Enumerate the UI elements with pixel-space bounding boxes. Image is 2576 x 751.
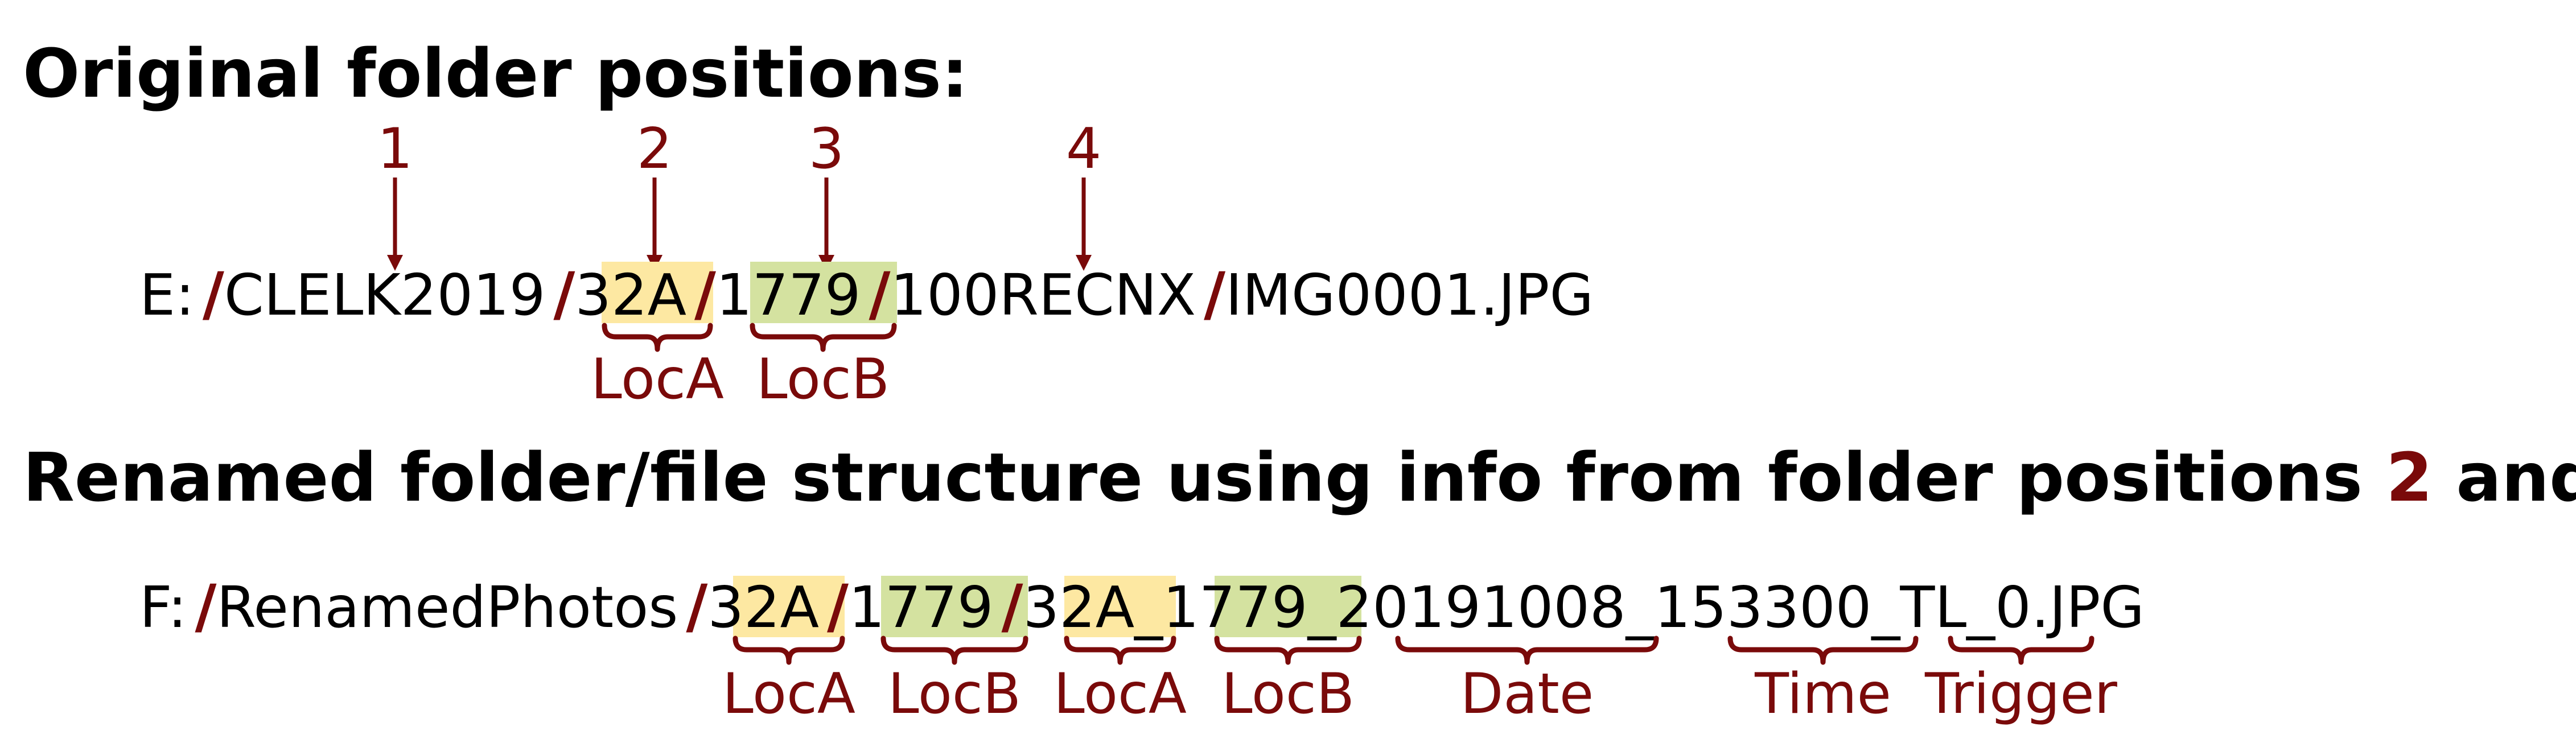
brace-label-trigger: Trigger bbox=[1924, 662, 2118, 727]
path-separator: / bbox=[553, 259, 575, 329]
filename-underscore: _ bbox=[1307, 574, 1337, 641]
highlight-loc-a bbox=[602, 262, 713, 323]
brace-loc-b bbox=[750, 323, 897, 352]
position-marker-2: 2 bbox=[637, 117, 672, 181]
highlight-loc-b bbox=[881, 576, 1028, 637]
path-separator: / bbox=[686, 572, 707, 641]
brace-label-date: Date bbox=[1460, 662, 1594, 727]
drive-e: E: bbox=[139, 262, 195, 328]
folder-100recnx: 100RECNX bbox=[890, 262, 1196, 328]
section1-title: Original folder positions: bbox=[23, 34, 968, 113]
highlight-loc-b bbox=[1215, 576, 1361, 637]
brace-loc-b bbox=[880, 636, 1028, 665]
position-marker-3: 3 bbox=[809, 117, 844, 181]
folder-1779: 1779 bbox=[716, 262, 861, 328]
folder-32a: 32A bbox=[575, 262, 686, 328]
filename-loc-b: 1779 bbox=[1163, 574, 1308, 641]
section2-title-and: and bbox=[2433, 438, 2576, 517]
brace-label-loc-a: LocA bbox=[722, 662, 855, 727]
path-line-original: E:/CLELK2019/32A/1779/100RECNX/IMG0001.J… bbox=[139, 259, 1594, 329]
highlight-loc-a bbox=[733, 576, 845, 637]
filename-time: 153300 bbox=[1655, 574, 1872, 641]
brace-time bbox=[1727, 636, 1919, 665]
filename-extension: .JPG bbox=[2031, 574, 2145, 641]
highlight-loc-b bbox=[750, 262, 897, 323]
brace-label-loc-b: LocB bbox=[756, 347, 890, 412]
filename-underscore: _ bbox=[1134, 574, 1163, 641]
folder-renamedphotos: RenamedPhotos bbox=[216, 574, 678, 641]
brace-label-loc-b: LocB bbox=[1221, 662, 1355, 727]
brace-label-loc-a: LocA bbox=[591, 347, 724, 412]
path-separator: / bbox=[195, 572, 216, 641]
filename-loc-a: 32A bbox=[1023, 574, 1134, 641]
position-marker-1: 1 bbox=[377, 117, 413, 181]
section2-title-text: Renamed folder/file structure using info… bbox=[23, 438, 2386, 517]
brace-loc-a bbox=[602, 323, 713, 352]
section2-title: Renamed folder/file structure using info… bbox=[23, 438, 2576, 517]
position-marker-4: 4 bbox=[1066, 117, 1101, 181]
brace-date bbox=[1395, 636, 1659, 665]
path-line-renamed: F:/RenamedPhotos/32A/1779/32A_1779_20191… bbox=[139, 572, 2145, 641]
brace-loc-b bbox=[1214, 636, 1362, 665]
path-separator: / bbox=[827, 572, 849, 641]
brace-loc-a bbox=[1064, 636, 1176, 665]
filename-img0001: IMG0001.JPG bbox=[1225, 262, 1594, 328]
folder-1779: 1779 bbox=[849, 574, 994, 641]
filename-underscore: _ bbox=[1626, 574, 1655, 641]
brace-label-loc-b: LocB bbox=[888, 662, 1021, 727]
path-separator: / bbox=[694, 259, 716, 329]
folder-clelk2019: CLELK2019 bbox=[224, 262, 546, 328]
filename-trigger: TL_0 bbox=[1899, 574, 2031, 641]
path-separator: / bbox=[869, 259, 891, 329]
path-separator: / bbox=[203, 259, 224, 329]
highlight-loc-a bbox=[1064, 576, 1176, 637]
brace-label-loc-a: LocA bbox=[1054, 662, 1187, 727]
brace-label-time: Time bbox=[1754, 662, 1891, 727]
drive-f: F: bbox=[139, 574, 187, 641]
brace-trigger bbox=[1948, 636, 2094, 665]
path-separator: / bbox=[1002, 572, 1023, 641]
filename-date: 20191008 bbox=[1336, 574, 1626, 641]
path-separator: / bbox=[1204, 259, 1225, 329]
filename-underscore: _ bbox=[1871, 574, 1900, 641]
brace-loc-a bbox=[733, 636, 845, 665]
folder-32a: 32A bbox=[707, 574, 819, 641]
section2-title-ref-2: 2 bbox=[2386, 438, 2433, 517]
